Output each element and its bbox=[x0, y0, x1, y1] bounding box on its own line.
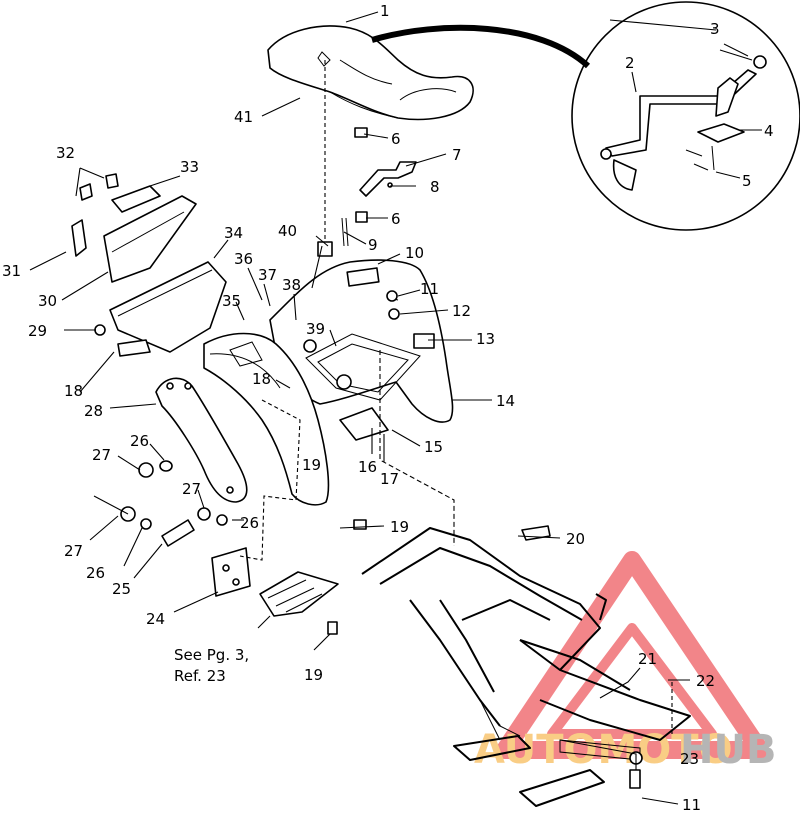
callout-9: 9 bbox=[368, 236, 378, 254]
callout-28: 28 bbox=[84, 402, 103, 420]
rear-body-section bbox=[269, 259, 454, 441]
callout-22: 22 bbox=[696, 672, 715, 690]
callout-13: 13 bbox=[476, 330, 495, 348]
callout-34: 34 bbox=[224, 224, 243, 242]
callout-1: 1 bbox=[380, 2, 390, 20]
callout-18-fender: 18 bbox=[252, 370, 271, 388]
callout-labels: 1 2 3 4 5 6 6 7 8 9 10 11 11 12 13 14 15… bbox=[2, 2, 774, 814]
callout-5: 5 bbox=[742, 172, 752, 190]
callout-27-right: 27 bbox=[182, 480, 201, 498]
callout-27-upper: 27 bbox=[92, 446, 111, 464]
callout-41: 41 bbox=[234, 108, 253, 126]
callout-26-right: 26 bbox=[240, 514, 259, 532]
callout-17: 17 bbox=[380, 470, 399, 488]
callout-12: 12 bbox=[452, 302, 471, 320]
callout-30: 30 bbox=[38, 292, 57, 310]
callout-20: 20 bbox=[566, 530, 585, 548]
callout-16: 16 bbox=[358, 458, 377, 476]
callout-19-fender: 19 bbox=[302, 456, 321, 474]
callout-37: 37 bbox=[258, 266, 277, 284]
callout-11-upper: 11 bbox=[420, 280, 439, 298]
seat-hardware bbox=[317, 60, 417, 257]
callout-38: 38 bbox=[282, 276, 301, 294]
callout-27-lower: 27 bbox=[64, 542, 83, 560]
callout-6-upper: 6 bbox=[391, 130, 401, 148]
callout-25: 25 bbox=[112, 580, 131, 598]
callout-18-left: 18 bbox=[64, 382, 83, 400]
chassis-frame bbox=[361, 525, 691, 807]
callout-8: 8 bbox=[430, 178, 440, 196]
callout-31: 31 bbox=[2, 262, 21, 280]
callout-19-lower: 19 bbox=[304, 666, 323, 684]
mud-flap bbox=[155, 377, 248, 503]
callout-23: 23 bbox=[680, 750, 699, 768]
reference-note: See Pg. 3, Ref. 23 bbox=[174, 646, 249, 685]
leader-lines bbox=[29, 11, 762, 805]
watermark-logo: AUTOMOTO HUB bbox=[474, 551, 776, 773]
reference-note-line2: Ref. 23 bbox=[174, 667, 226, 685]
callout-33: 33 bbox=[180, 158, 199, 176]
rear-fender bbox=[203, 332, 330, 506]
callout-10: 10 bbox=[405, 244, 424, 262]
callout-4: 4 bbox=[764, 122, 774, 140]
watermark-text-hub: HUB bbox=[680, 727, 776, 773]
seat bbox=[267, 25, 474, 121]
callout-32: 32 bbox=[56, 144, 75, 162]
callout-3: 3 bbox=[710, 20, 720, 38]
callout-40: 40 bbox=[278, 222, 297, 240]
callout-26-upper: 26 bbox=[130, 432, 149, 450]
lower-left-hardware bbox=[120, 460, 228, 547]
heel-guard bbox=[211, 519, 367, 635]
callout-7: 7 bbox=[452, 146, 462, 164]
callout-29: 29 bbox=[28, 322, 47, 340]
callout-24: 24 bbox=[146, 610, 165, 628]
reference-note-line1: See Pg. 3, bbox=[174, 646, 249, 664]
callout-2: 2 bbox=[625, 54, 635, 72]
callout-15: 15 bbox=[424, 438, 443, 456]
callout-35: 35 bbox=[222, 292, 241, 310]
callout-6-lower: 6 bbox=[391, 210, 401, 228]
callout-14: 14 bbox=[496, 392, 515, 410]
callout-26-lower: 26 bbox=[86, 564, 105, 582]
inset-detail bbox=[371, 1, 800, 231]
tool-box bbox=[71, 173, 227, 357]
callout-21: 21 bbox=[638, 650, 657, 668]
callout-19-mid: 19 bbox=[390, 518, 409, 536]
callout-11-lower: 11 bbox=[682, 796, 701, 814]
callout-39: 39 bbox=[306, 320, 325, 338]
callout-36: 36 bbox=[234, 250, 253, 268]
